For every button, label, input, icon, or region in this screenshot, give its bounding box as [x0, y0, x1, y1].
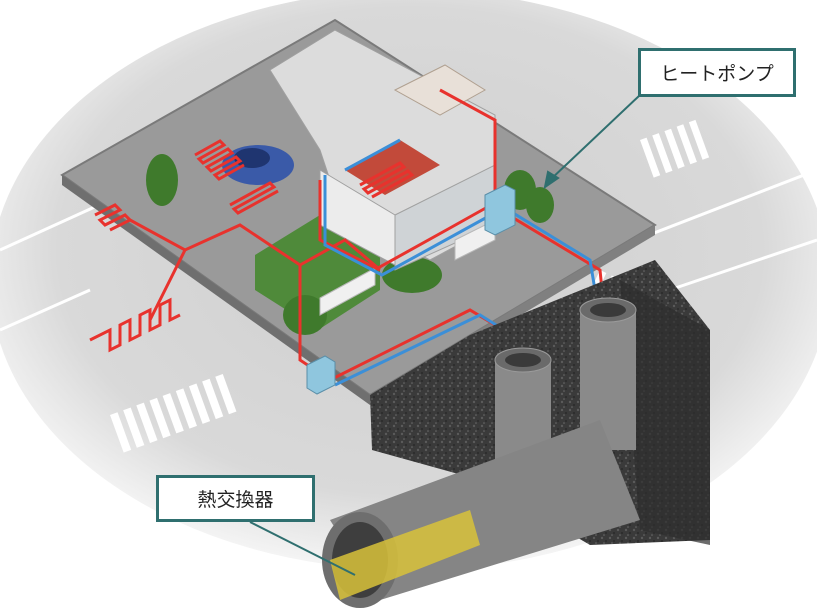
callout-leaders: [249, 94, 641, 576]
heat-exchanger-callout: 熱交換器: [156, 475, 315, 522]
heat-pump-label: ヒートポンプ: [660, 63, 774, 85]
heat-exchanger-label: 熱交換器: [197, 489, 274, 511]
sewer-tunnel: [322, 420, 640, 608]
heat-pump-unit: [306, 184, 516, 395]
car: [222, 145, 294, 185]
heat-pump-callout: ヒートポンプ: [638, 48, 796, 97]
